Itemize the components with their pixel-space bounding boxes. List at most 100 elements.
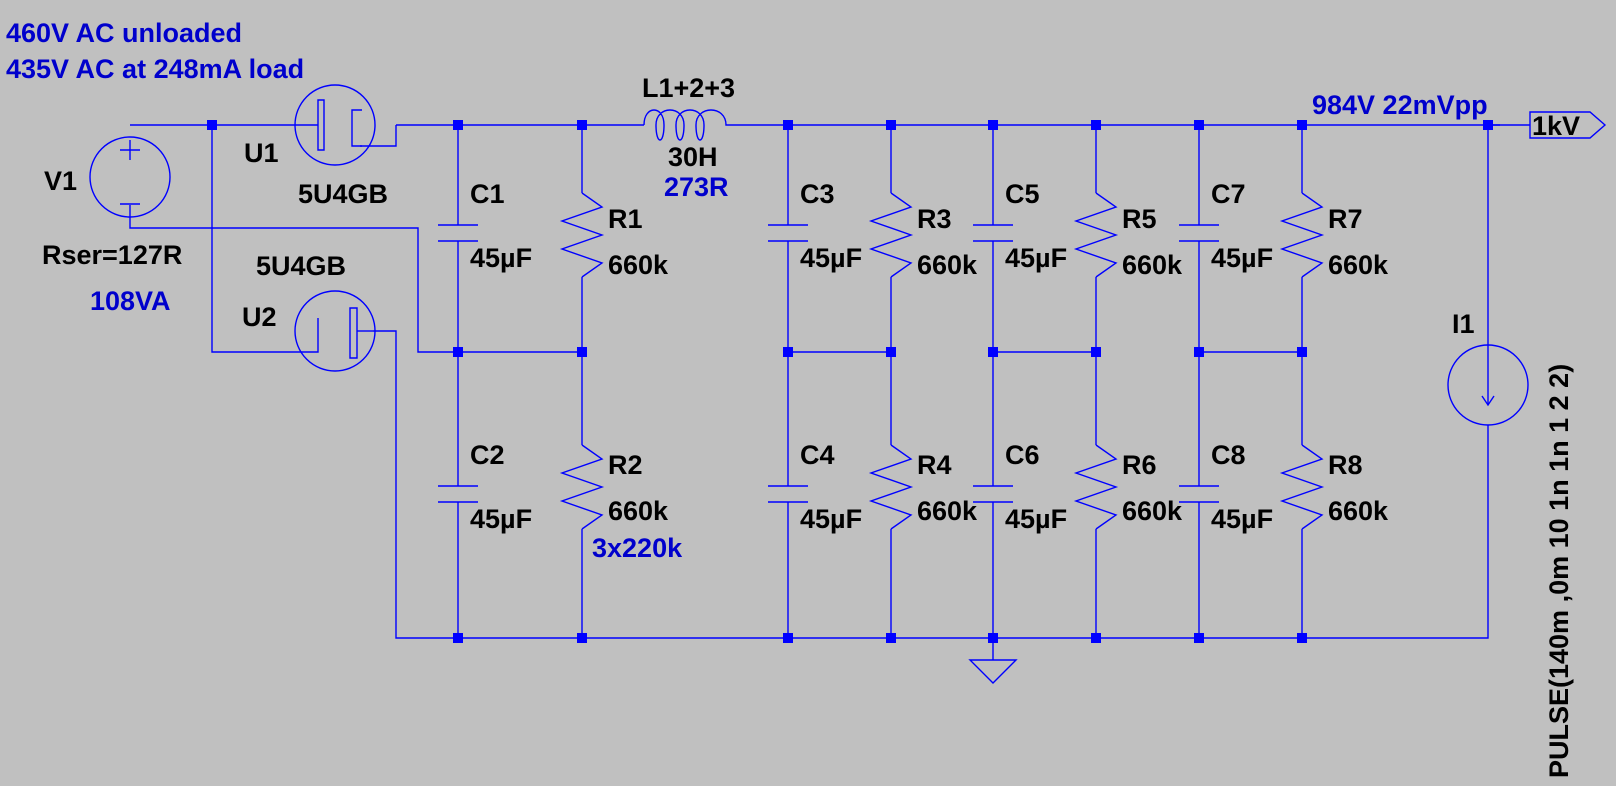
i1-spec: PULSE(140m ,0m 10 1n 1n 1 2 2) [1544,364,1574,778]
junction-node [453,347,463,357]
junction-node [783,347,793,357]
u2-anode-lead [300,318,319,353]
resistor-r6 [1073,352,1119,638]
capacitor-c2 [438,352,478,638]
inductor-name: L1+2+3 [642,73,735,103]
current-source-i1 [1447,344,1529,430]
cap-name: C2 [470,440,505,470]
cap-name: C7 [1211,179,1246,209]
res-value: 660k [1122,496,1183,526]
resistor-r5 [1073,125,1119,352]
junction-node [1194,120,1204,130]
annotation-va: 108VA [90,286,171,316]
junction-node [988,347,998,357]
res-zigzag [1073,444,1119,530]
junction-node [1483,120,1493,130]
junction-node [988,633,998,643]
junction-node [886,120,896,130]
rectifier-u1 [294,84,376,166]
junction-node [577,347,587,357]
cap-name: C8 [1211,440,1246,470]
u1-cathode [351,109,362,147]
capacitor-c1 [438,125,478,352]
i1-arrow-head [1481,395,1495,407]
res-value: 660k [608,250,669,280]
junction-node [988,120,998,130]
res-zigzag [559,444,605,530]
capacitor-c7 [1179,125,1219,352]
resistor-r3 [868,125,914,352]
cap-name: C4 [800,440,835,470]
wire-u1-cathode [360,125,397,147]
junction-node [783,633,793,643]
cap-value: 45µF [1005,243,1067,273]
res-name: R2 [608,450,643,480]
v1-circle [89,136,171,218]
res-value: 660k [917,496,978,526]
voltage-source-v1 [89,136,171,218]
junction-node [453,633,463,643]
cap-value: 45µF [800,243,862,273]
u1-envelope [294,84,376,166]
u1-label: U1 [244,138,279,168]
capacitor-c3 [768,125,808,352]
res-name: R5 [1122,204,1157,234]
resistor-r2 [559,352,605,638]
annotation-output: 984V 22mVpp [1312,90,1488,120]
junction-node [886,633,896,643]
annotation-loaded: 435V AC at 248mA load [6,54,304,84]
capacitor-c4 [768,352,808,638]
res-name: R4 [917,450,952,480]
junction-node [577,633,587,643]
res-name: R3 [917,204,952,234]
wire-u2-anode [211,125,300,353]
inductor-l1 [643,109,746,141]
wires [129,111,1607,684]
junction-node [207,120,217,130]
u2-label: U2 [242,302,277,332]
res-value: 660k [917,250,978,280]
res-name: R8 [1328,450,1363,480]
cap-name: C3 [800,179,835,209]
res-zigzag [559,192,605,278]
junction-node [783,120,793,130]
cap-name: C1 [470,179,505,209]
res-value: 660k [1328,250,1389,280]
cap-value: 45µF [1211,243,1273,273]
capacitor-c6 [973,352,1013,638]
res-name: R7 [1328,204,1363,234]
u1-model: 5U4GB [298,179,388,209]
junction-node [1091,120,1101,130]
junction-node [1194,633,1204,643]
wire-v1-bottom [129,205,582,353]
annotation-r2: 3x220k [592,533,683,563]
junction-node [1194,347,1204,357]
capacitor-c5 [973,125,1013,352]
cap-value: 45µF [800,504,862,534]
wire-ground-rail [373,330,1489,639]
inductor-value: 30H [668,142,718,172]
i1-label: I1 [1452,309,1475,339]
junction-node [1297,120,1307,130]
res-zigzag [1073,192,1119,278]
annotation-inductor-dcr: 273R [664,172,729,202]
res-zigzag [868,444,914,530]
v1-label: V1 [44,166,77,196]
res-name: R1 [608,204,643,234]
cap-name: C6 [1005,440,1040,470]
capacitor-c8 [1179,352,1219,638]
u1-plate [317,99,325,151]
junction-node [577,120,587,130]
v1-rser: Rser=127R [42,240,182,270]
cap-name: C5 [1005,179,1040,209]
u2-model: 5U4GB [256,251,346,281]
junction-node [1297,633,1307,643]
resistor-r4 [868,352,914,638]
output-port-symbol [1529,111,1607,139]
res-name: R6 [1122,450,1157,480]
annotation-unloaded: 460V AC unloaded [6,18,242,48]
cap-value: 45µF [1005,504,1067,534]
u2-plate [349,307,358,359]
junction-node [1297,347,1307,357]
cap-value: 45µF [470,504,532,534]
